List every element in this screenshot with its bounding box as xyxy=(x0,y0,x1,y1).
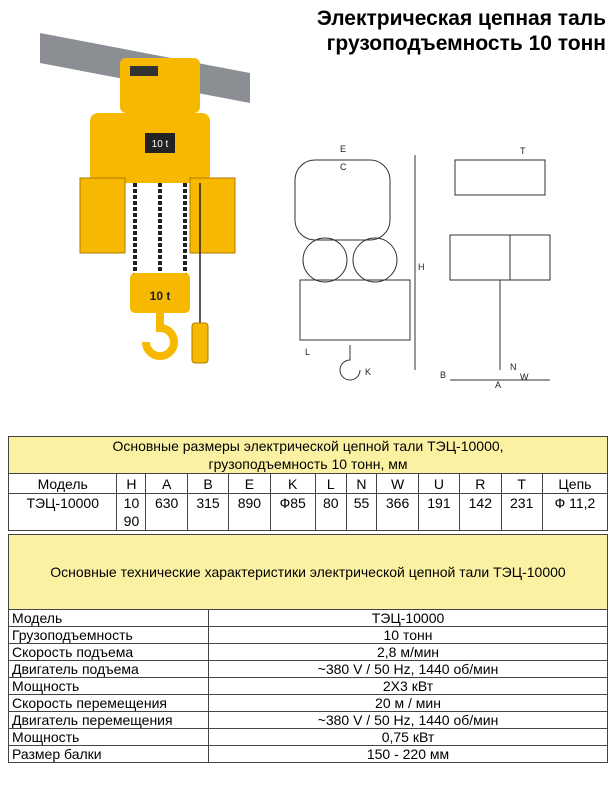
drawing-label-h: H xyxy=(418,262,425,272)
col-header: U xyxy=(417,473,461,494)
drawing-front-trolley xyxy=(294,159,391,241)
dimensions-caption-line-2: грузоподъемность 10 тонн, мм xyxy=(208,456,408,472)
specifications-table: Основные технические характеристики элек… xyxy=(8,534,608,763)
table-row: Модель ТЭЦ-10000 xyxy=(8,609,608,627)
dimensions-header-row: Модель H A B E K L N W U R T Цепь xyxy=(7,473,609,494)
spec-label: Мощность xyxy=(8,728,209,746)
col-header: E xyxy=(228,473,271,494)
table-cell: 191 xyxy=(417,493,461,531)
col-header: Модель xyxy=(7,473,118,494)
spec-value: 2,8 м/мин xyxy=(208,643,608,661)
spec-value: 2X3 кВт xyxy=(208,677,608,695)
spec-label: Скорость перемещения xyxy=(8,694,209,712)
spec-label: Размер балки xyxy=(8,745,209,763)
hook-block xyxy=(130,273,190,313)
chain-bag-left xyxy=(79,177,126,254)
table-row: Двигатель перемещения ~380 V / 50 Hz, 14… xyxy=(8,711,608,729)
spec-value: 150 - 220 мм xyxy=(208,745,608,763)
dimensions-caption-line-1: Основные размеры электрической цепной та… xyxy=(112,438,504,454)
table-row: Грузоподъемность 10 тонн xyxy=(8,626,608,644)
spec-label: Модель xyxy=(8,609,209,627)
drawing-label-c: C xyxy=(340,162,347,172)
dimensions-value-row: ТЭЦ-10000 1090 630 315 890 Ф85 80 55 366… xyxy=(7,493,609,531)
drawing-side-gearbox xyxy=(509,234,551,281)
col-header: H xyxy=(116,473,147,494)
drawing-label-b: B xyxy=(440,370,446,380)
hoist-photo: 10 t 10 t xyxy=(40,33,250,364)
table-cell: 366 xyxy=(376,493,419,531)
dimensions-caption: Основные размеры электрической цепной та… xyxy=(8,436,608,474)
col-header: Цепь xyxy=(541,473,609,494)
table-cell: 80 xyxy=(314,493,347,531)
drawing-label-n: N xyxy=(510,362,517,372)
page-title: Электрическая цепная таль грузоподъемнос… xyxy=(317,6,606,56)
chain-bag-right xyxy=(189,177,236,254)
table-cell: 630 xyxy=(145,493,188,531)
hoist-badge-plate xyxy=(145,133,175,153)
block-badge: 10 t xyxy=(150,289,171,303)
spec-label: Грузоподъемность xyxy=(8,626,209,644)
hook xyxy=(142,313,178,360)
title-line-1: Электрическая цепная таль xyxy=(316,7,606,30)
table-cell: Ф85 xyxy=(269,493,316,531)
col-header: B xyxy=(186,473,230,494)
title-line-2: грузоподъемность 10 тонн xyxy=(326,32,606,55)
specifications-caption: Основные технические характеристики элек… xyxy=(8,534,608,610)
drawing-label-l: L xyxy=(305,347,310,357)
drawing-label-t: T xyxy=(520,146,526,156)
table-row: Скорость перемещения 20 м / мин xyxy=(8,694,608,712)
col-header: K xyxy=(269,473,316,494)
col-header: A xyxy=(145,473,188,494)
table-row: Скорость подъема 2,8 м/мин xyxy=(8,643,608,661)
drawing-gear-right xyxy=(352,237,398,283)
spec-value: ~380 V / 50 Hz, 1440 об/мин xyxy=(208,660,608,678)
drawing-label-a: A xyxy=(495,380,501,390)
table-cell: 1090 xyxy=(116,493,147,531)
spec-value: ~380 V / 50 Hz, 1440 об/мин xyxy=(208,711,608,729)
drawing-gear-left xyxy=(302,237,348,283)
drawing-front-hook xyxy=(339,345,361,381)
table-row: Размер балки 150 - 220 мм xyxy=(8,745,608,763)
spec-label: Скорость подъема xyxy=(8,643,209,661)
dimensions-table: Основные размеры электрической цепной та… xyxy=(7,436,609,531)
col-header: W xyxy=(376,473,419,494)
table-cell: ТЭЦ-10000 xyxy=(7,493,118,531)
drawing-side-motor xyxy=(449,234,511,281)
col-header: T xyxy=(500,473,543,494)
table-row: Мощность 0,75 кВт xyxy=(8,728,608,746)
pendant-control xyxy=(191,322,209,364)
drawing-side-trolley xyxy=(454,159,546,196)
spec-value: 20 м / мин xyxy=(208,694,608,712)
drawing-front-body xyxy=(299,279,411,341)
technical-drawing: E C H K L T B A N W xyxy=(294,144,551,390)
drawing-label-e: E xyxy=(340,144,346,154)
table-row: Мощность 2X3 кВт xyxy=(8,677,608,695)
spec-label: Двигатель перемещения xyxy=(8,711,209,729)
table-row: Двигатель подъема ~380 V / 50 Hz, 1440 о… xyxy=(8,660,608,678)
spec-label: Мощность xyxy=(8,677,209,695)
spec-value: ТЭЦ-10000 xyxy=(208,609,608,627)
table-cell: 231 xyxy=(500,493,543,531)
spec-value: 10 тонн xyxy=(208,626,608,644)
table-cell: 890 xyxy=(228,493,271,531)
col-header: R xyxy=(459,473,502,494)
drawing-label-w: W xyxy=(520,372,529,382)
table-cell: 315 xyxy=(186,493,230,531)
spec-label: Двигатель подъема xyxy=(8,660,209,678)
table-cell: 142 xyxy=(459,493,502,531)
col-header: L xyxy=(314,473,347,494)
drawing-label-k: K xyxy=(365,367,371,377)
col-header: N xyxy=(345,473,378,494)
trolley-plate xyxy=(130,66,158,76)
table-cell: 55 xyxy=(345,493,378,531)
spec-value: 0,75 кВт xyxy=(208,728,608,746)
table-cell: Ф 11,2 xyxy=(541,493,609,531)
hoist-badge: 10 t xyxy=(152,139,169,150)
